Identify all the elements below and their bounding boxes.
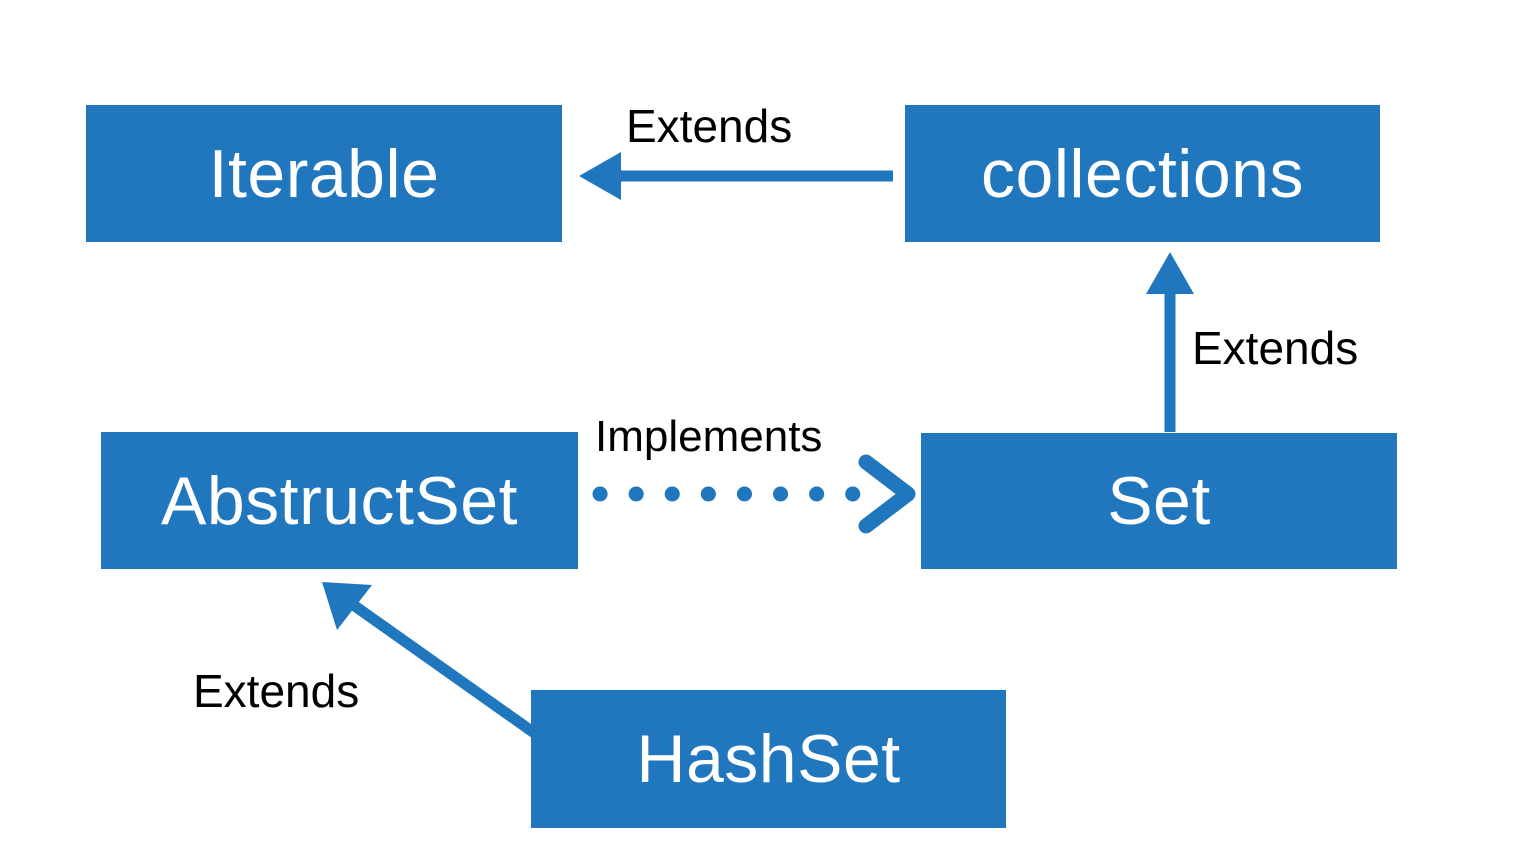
edge-hashset-to-abstructset[interactable] bbox=[322, 582, 551, 747]
arrowhead-up-set-to-collections bbox=[1146, 252, 1194, 294]
class-node-iterable[interactable]: Iterable bbox=[86, 105, 562, 242]
class-node-hashset[interactable]: HashSet bbox=[531, 690, 1006, 828]
edge-label-set-to-collections: Extends bbox=[1192, 322, 1359, 374]
arrowhead-upleft-hashset-to-abstructset bbox=[322, 582, 372, 630]
class-node-collections-label: collections bbox=[981, 135, 1304, 212]
edge-collections-to-iterable[interactable] bbox=[579, 152, 893, 200]
arrowhead-chevron-abstructset-to-set bbox=[858, 454, 916, 534]
class-node-set-label: Set bbox=[1107, 463, 1211, 539]
class-node-abstructset-label: AbstructSet bbox=[161, 462, 518, 539]
edge-line-hashset-to-abstructset bbox=[348, 599, 551, 747]
class-node-set[interactable]: Set bbox=[921, 433, 1397, 569]
edge-set-to-collections[interactable] bbox=[1146, 252, 1194, 432]
class-node-collections[interactable]: collections bbox=[905, 105, 1380, 242]
edge-label-hashset-to-abstructset: Extends bbox=[193, 665, 360, 717]
edge-label-collections-to-iterable: Extends bbox=[626, 100, 793, 152]
class-node-abstructset[interactable]: AbstructSet bbox=[101, 432, 578, 569]
class-node-iterable-label: Iterable bbox=[208, 135, 440, 212]
edge-abstructset-to-set[interactable] bbox=[592, 454, 916, 534]
class-node-hashset-label: HashSet bbox=[636, 721, 901, 797]
edge-label-abstructset-to-set: Implements bbox=[595, 412, 823, 461]
arrowhead-left-collections-to-iterable bbox=[579, 152, 621, 200]
